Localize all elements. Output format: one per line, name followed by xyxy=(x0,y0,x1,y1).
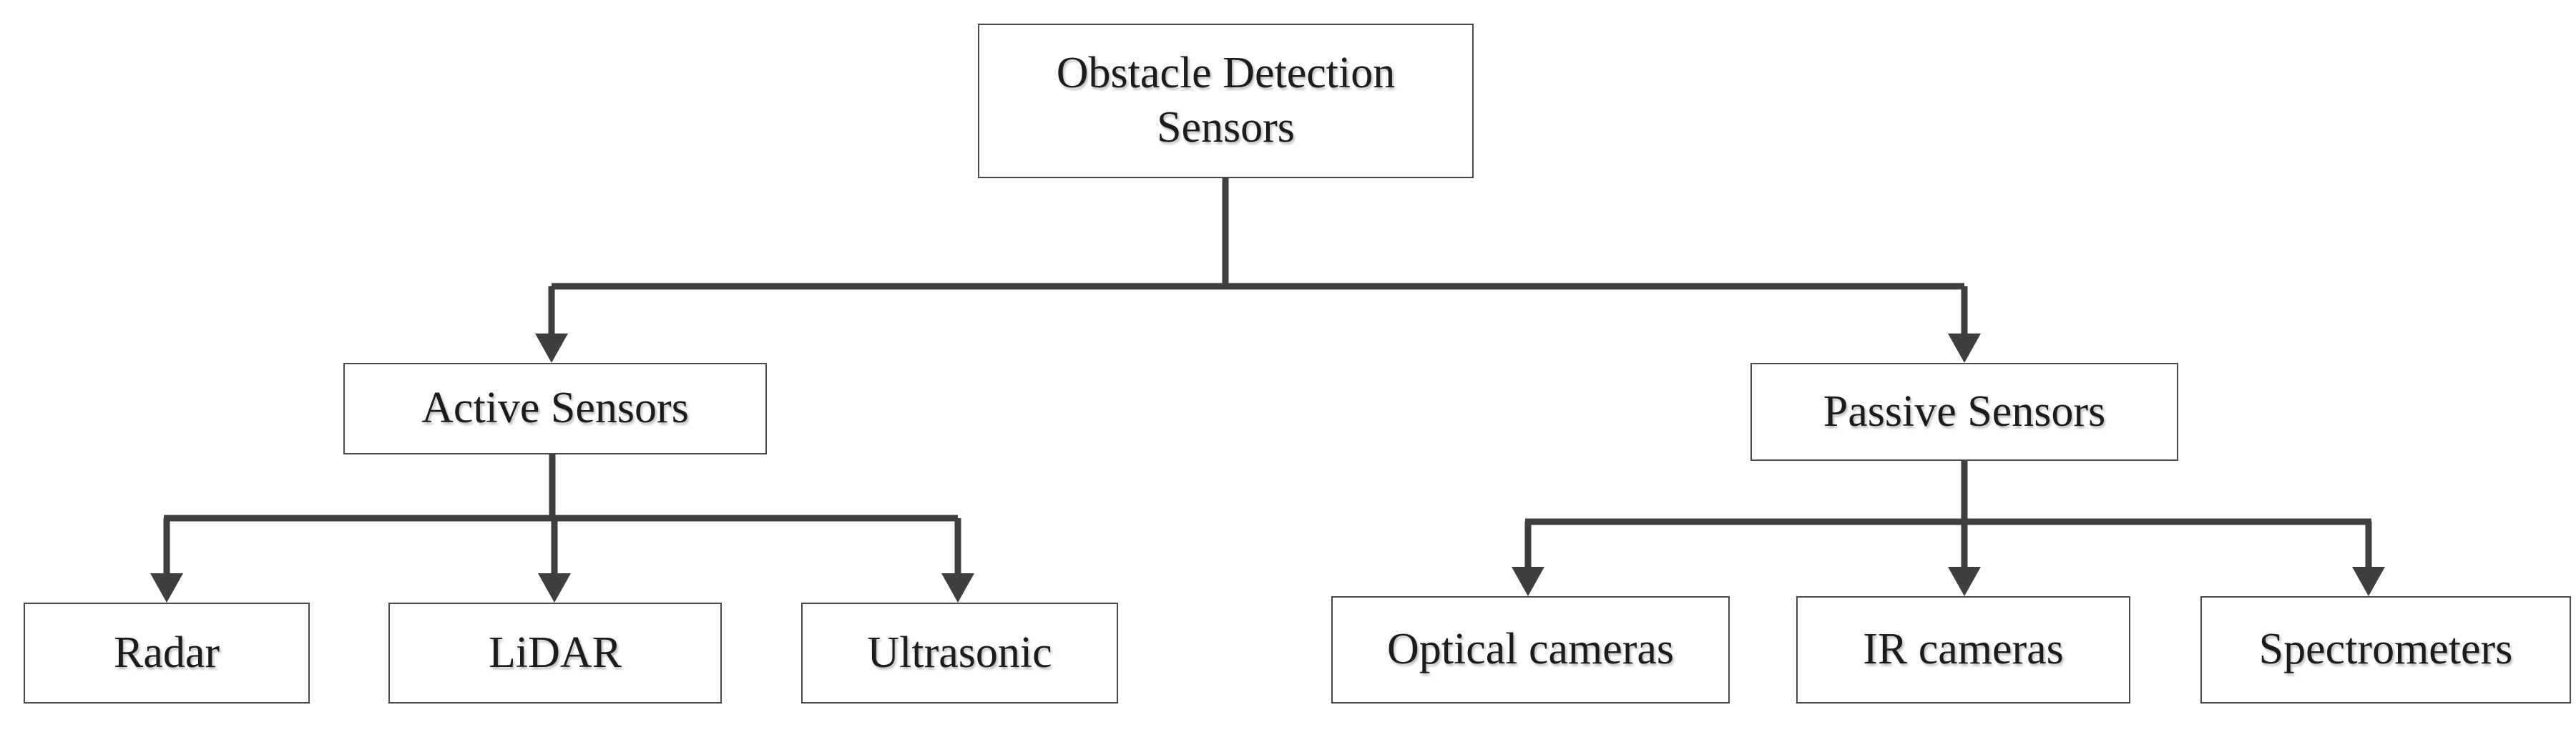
node-radar: Radar xyxy=(24,603,310,704)
root-node-obstacle-detection-sensors: Obstacle Detection Sensors xyxy=(978,24,1474,178)
node-optical-cameras: Optical cameras xyxy=(1331,596,1730,704)
arrowhead-to-ir xyxy=(1948,567,1981,596)
optical-cameras-label: Optical cameras xyxy=(1386,625,1675,674)
radar-label: Radar xyxy=(113,628,220,677)
arrowhead-to-passive xyxy=(1948,334,1981,363)
node-lidar: LiDAR xyxy=(388,603,722,704)
node-ir-cameras: IR cameras xyxy=(1796,596,2130,704)
arrowhead-to-spectrometers xyxy=(2352,567,2385,596)
passive-sensors-label: Passive Sensors xyxy=(1823,386,2106,436)
ir-cameras-label: IR cameras xyxy=(1863,625,2064,674)
active-sensors-label: Active Sensors xyxy=(421,384,689,433)
arrowhead-to-ultrasonic xyxy=(941,573,974,603)
node-active-sensors: Active Sensors xyxy=(343,363,767,454)
root-label-line1: Obstacle Detection xyxy=(1056,49,1396,98)
root-label-line2: Sensors xyxy=(1157,103,1295,152)
arrowhead-to-radar xyxy=(150,573,183,603)
arrowhead-to-lidar xyxy=(538,573,571,603)
lidar-label: LiDAR xyxy=(489,628,622,677)
arrowhead-to-active xyxy=(535,334,568,363)
node-spectrometers: Spectrometers xyxy=(2200,596,2571,704)
root-node-label: Obstacle Detection Sensors xyxy=(1057,47,1395,155)
ultrasonic-label: Ultrasonic xyxy=(867,628,1052,677)
node-ultrasonic: Ultrasonic xyxy=(801,603,1118,704)
arrowhead-to-optical xyxy=(1512,567,1544,596)
node-passive-sensors: Passive Sensors xyxy=(1750,363,2178,461)
spectrometers-label: Spectrometers xyxy=(2258,625,2513,674)
